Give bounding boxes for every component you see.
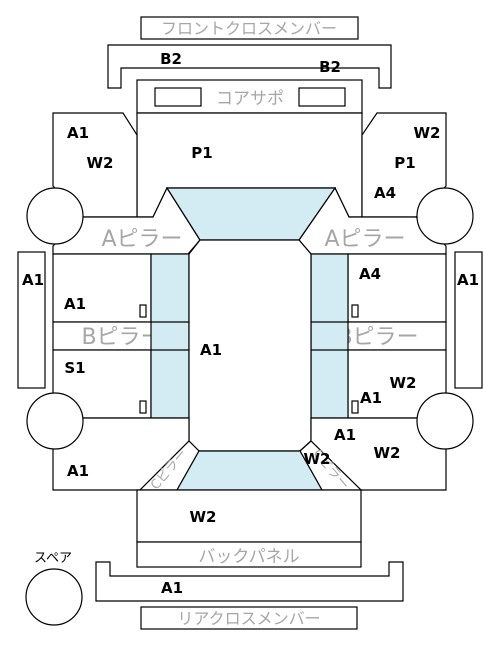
right-side-windows[interactable] bbox=[310, 253, 349, 419]
back-panel-label: バックパネル bbox=[198, 547, 299, 567]
trunk-code: W2 bbox=[190, 508, 217, 526]
back-panel-box[interactable] bbox=[136, 541, 362, 568]
front-member-left-code: B2 bbox=[160, 50, 182, 68]
rear-left-quarter-code: A1 bbox=[67, 462, 89, 480]
rear-window[interactable] bbox=[175, 450, 324, 491]
core-support-left-headlight bbox=[154, 87, 202, 107]
rear-right-quarter-code-b: W2 bbox=[374, 444, 401, 462]
rear-right-door-code-b: A1 bbox=[360, 389, 382, 407]
front-right-fender-low-code: A4 bbox=[374, 184, 396, 202]
rear-cross-member-box[interactable] bbox=[140, 606, 358, 630]
front-right-fender-top-code: W2 bbox=[414, 124, 441, 142]
front-left-door-code: A1 bbox=[64, 295, 86, 313]
right-rocker-code: A1 bbox=[457, 271, 479, 289]
left-rocker-panel[interactable] bbox=[17, 251, 46, 389]
left-rocker-code: A1 bbox=[22, 271, 44, 289]
a-pillar-right-label: Aピラー bbox=[324, 227, 405, 252]
rear-right-wheel[interactable] bbox=[416, 392, 474, 450]
front-member-right-code: B2 bbox=[319, 58, 341, 76]
rear-bumper-member[interactable] bbox=[95, 561, 404, 602]
spare-label: スペア bbox=[34, 551, 72, 566]
rear-window-code: W2 bbox=[304, 450, 331, 468]
spare-tire[interactable] bbox=[25, 568, 83, 626]
core-support-right-headlight bbox=[298, 87, 346, 107]
rear-cross-member-label: リアクロスメンバー bbox=[177, 609, 320, 628]
roof-code: A1 bbox=[200, 341, 222, 359]
front-right-door-code: A4 bbox=[359, 265, 381, 283]
front-bumper-member[interactable] bbox=[107, 44, 392, 89]
left-side-windows[interactable] bbox=[150, 253, 190, 419]
b-pillar-left-label: Bピラー bbox=[81, 325, 162, 350]
rear-member-code: A1 bbox=[161, 579, 183, 597]
front-left-wheel[interactable] bbox=[26, 187, 84, 245]
rear-left-door-handle bbox=[139, 400, 147, 414]
rear-right-door-handle bbox=[351, 400, 359, 414]
front-cross-member-label: フロントクロスメンバー bbox=[161, 19, 337, 38]
front-cross-member-box[interactable] bbox=[140, 16, 359, 40]
a-pillar-left-label: Aピラー bbox=[101, 227, 182, 252]
b-pillar-right-label: Bピラー bbox=[337, 325, 418, 350]
rear-right-quarter-code-a: A1 bbox=[334, 426, 356, 444]
rear-left-door-code: S1 bbox=[64, 359, 85, 377]
hood-code: P1 bbox=[191, 144, 212, 162]
rear-left-wheel[interactable] bbox=[26, 392, 84, 450]
front-right-fender-mid-code: P1 bbox=[394, 154, 415, 172]
front-left-door-handle bbox=[139, 304, 147, 318]
trunk-lid[interactable] bbox=[136, 489, 362, 543]
rear-right-door-code-a: W2 bbox=[390, 374, 417, 392]
front-left-fender-top-code: A1 bbox=[67, 124, 89, 142]
front-right-door-handle bbox=[351, 304, 359, 318]
right-rocker-panel[interactable] bbox=[454, 251, 483, 389]
core-support-label: コアサポ bbox=[216, 89, 284, 109]
front-left-fender-code: W2 bbox=[87, 154, 114, 172]
front-right-wheel[interactable] bbox=[416, 187, 474, 245]
front-right-door[interactable] bbox=[347, 253, 447, 323]
front-left-door[interactable] bbox=[52, 253, 152, 323]
